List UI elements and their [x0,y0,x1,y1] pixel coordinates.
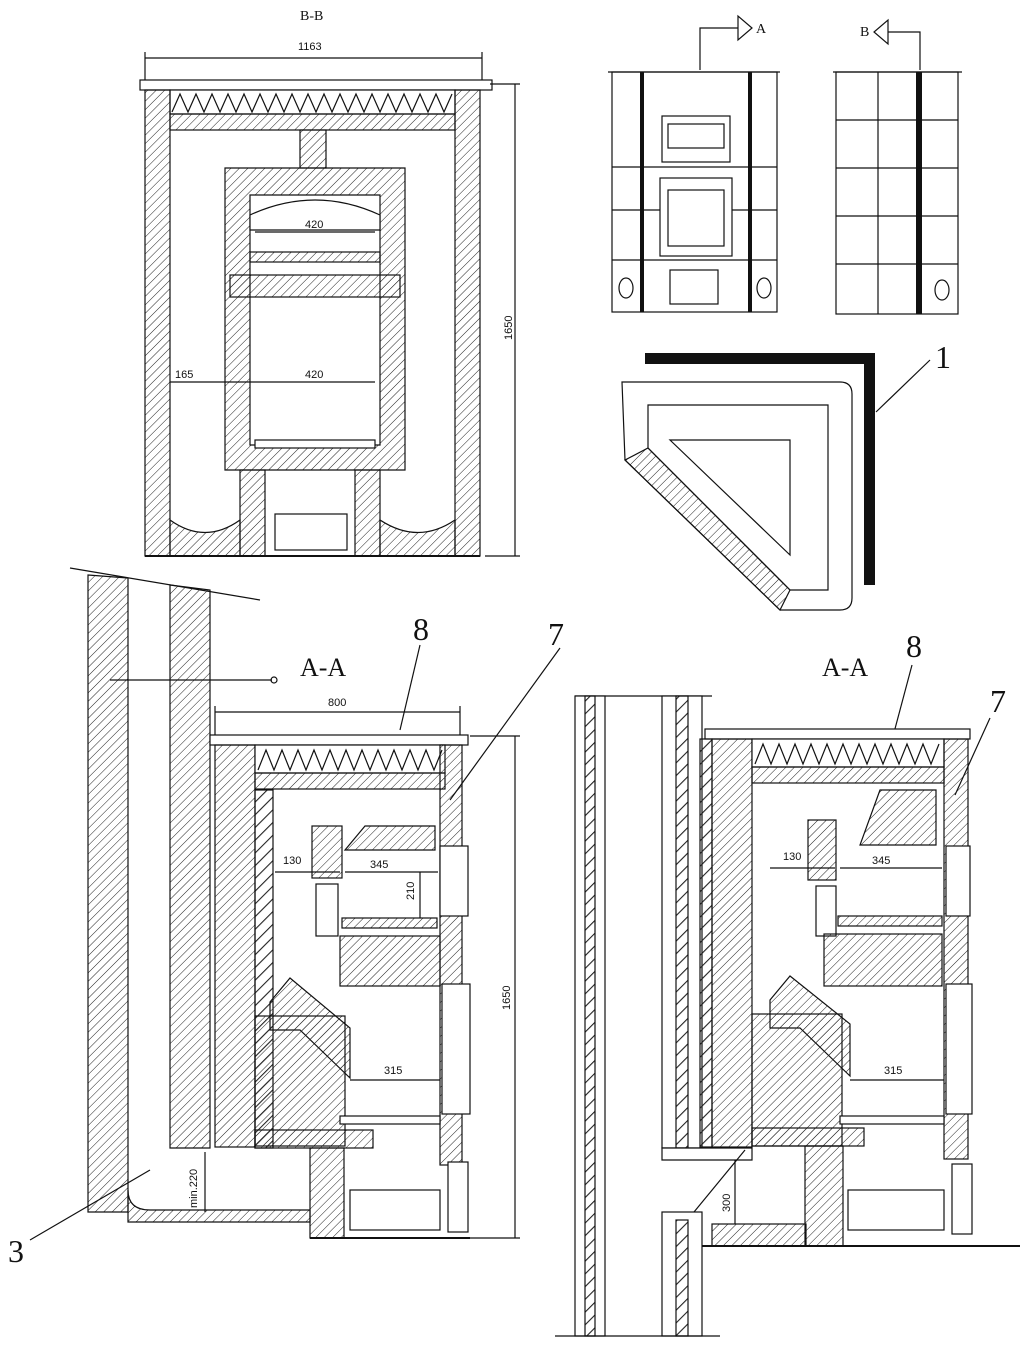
bb-dim-chamber-top: 420 [305,219,323,231]
section-bb-title: B-B [300,9,323,24]
aa-right-dim-300: 300 [721,1194,733,1212]
marker-a-label: A [756,22,767,37]
bb-dim-width: 1163 [298,41,322,53]
aa-right-callout-7: 7 [990,683,1006,719]
aa-left-callout-8: 8 [413,611,429,647]
section-bb: B-B 1163 420 420 16 [139,9,520,557]
front-elevation: A [608,14,780,313]
marker-b-label: B [860,25,869,40]
aa-right-callout-8: 8 [906,628,922,664]
aa-left-dim-210: 210 [405,882,417,900]
aa-left-title: A-A [300,653,346,682]
aa-left-callout-3: 3 [8,1233,24,1269]
aa-right-dim-130: 130 [783,851,801,863]
aa-right-dim-315: 315 [884,1065,902,1077]
aa-right-dim-345: 345 [872,855,890,867]
section-aa-left: A-A 800 130 345 210 315 [8,567,564,1269]
side-elevation: B [833,18,962,315]
aa-left-dim-height: 1650 [501,986,513,1010]
aa-left-dim-315: 315 [384,1065,402,1077]
aa-left-dim-width: 800 [328,697,346,709]
aa-left-dim-min220: min.220 [188,1169,200,1208]
aa-left-callout-7: 7 [548,616,564,652]
bb-dim-side: 165 [175,369,193,381]
section-aa-right: A-A 8 7 130 345 315 [555,628,1020,1337]
aa-left-dim-130: 130 [283,855,301,867]
aa-right-title: A-A [822,653,868,682]
corner-plan: 1 [621,339,951,612]
callout-1: 1 [935,339,951,375]
aa-left-dim-345: 345 [370,859,388,871]
bb-dim-height: 1650 [503,316,515,340]
bb-dim-chamber-bottom: 420 [305,369,323,381]
